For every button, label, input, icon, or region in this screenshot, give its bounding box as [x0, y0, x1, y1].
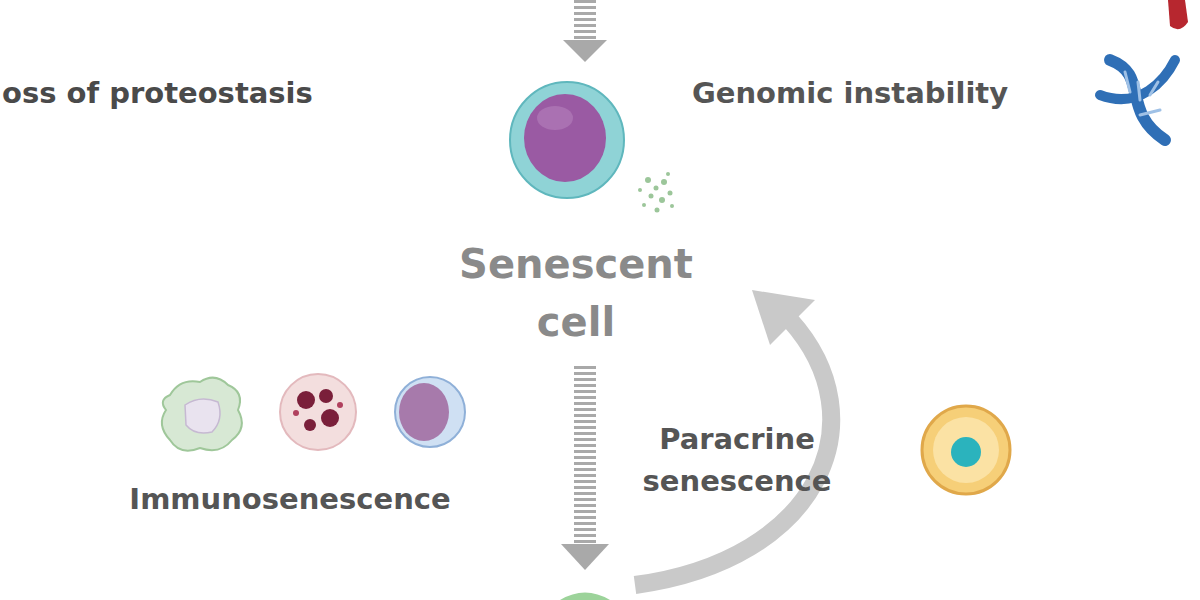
text-label: Genomic instability	[692, 72, 1008, 114]
paracrine-cell-icon	[922, 406, 1010, 494]
text-label: Paracrine senescence	[622, 418, 852, 502]
striped-arrow	[561, 366, 609, 570]
red-icon	[1168, 0, 1188, 29]
text-label: Immunosenescence	[129, 478, 450, 520]
text-label: oss of proteostasis	[2, 72, 313, 114]
cropped-shape	[560, 593, 610, 600]
text-label: Senescent cell	[426, 235, 726, 351]
macrophage-icon	[162, 378, 242, 451]
senescent-cell-icon	[510, 82, 674, 213]
neutrophil-icon	[280, 374, 356, 450]
dna-icon	[1100, 60, 1175, 140]
lymphocyte-icon	[395, 377, 465, 447]
striped-arrow	[563, 0, 607, 62]
